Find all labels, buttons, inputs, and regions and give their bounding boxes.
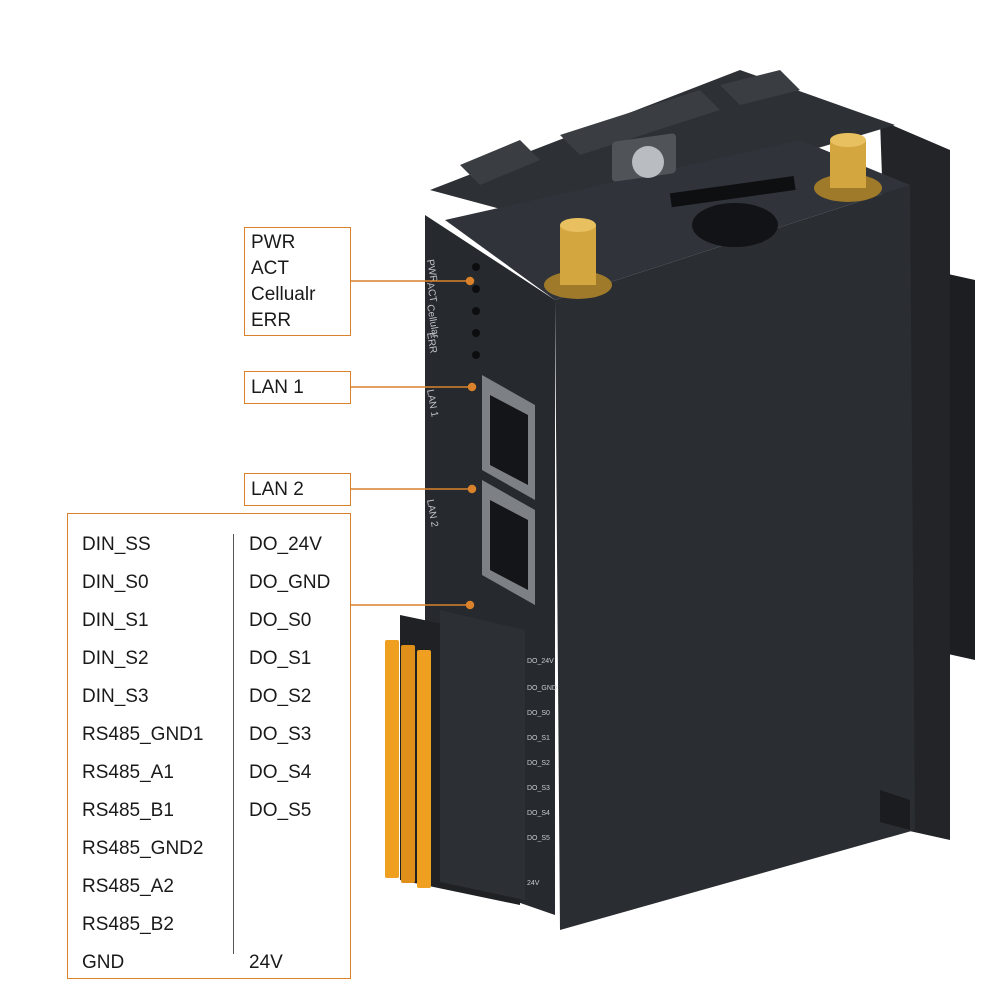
led-indicators bbox=[472, 263, 480, 359]
pin-label: DIN_S1 bbox=[82, 610, 149, 631]
pin-label: RS485_B2 bbox=[82, 914, 174, 935]
io-right-column: DO_24V DO_GND DO_S0 DO_S1 DO_S2 DO_S3 DO… bbox=[249, 526, 330, 830]
svg-text:24V: 24V bbox=[527, 880, 540, 887]
bottom-foot bbox=[880, 790, 910, 830]
antenna-connector-left bbox=[544, 218, 612, 299]
heatsink-fins-2 bbox=[560, 90, 720, 155]
terminal-block-face bbox=[440, 610, 525, 900]
callout-led-cellular: Cellualr bbox=[251, 284, 316, 305]
callout-lan2: LAN 2 bbox=[251, 479, 304, 500]
io-gnd-row: GND bbox=[82, 944, 124, 982]
svg-text:DO_S4: DO_S4 bbox=[527, 810, 550, 817]
pin-label: DIN_SS bbox=[82, 534, 151, 555]
pin-label: DO_S4 bbox=[249, 762, 312, 783]
pin-label: DIN_S0 bbox=[82, 572, 149, 593]
pin-label: DO_S2 bbox=[249, 686, 312, 707]
svg-text:DO_S5: DO_S5 bbox=[527, 835, 550, 842]
pin-label: DO_S0 bbox=[249, 610, 312, 631]
pin-label: RS485_A2 bbox=[82, 876, 174, 897]
lan2-callout: LAN 2 bbox=[244, 473, 351, 506]
pin-label-24v: 24V bbox=[249, 952, 283, 973]
pin-label: RS485_B1 bbox=[82, 800, 174, 821]
device-lan2-label: LAN 2 bbox=[424, 499, 440, 529]
svg-text:DO_GND: DO_GND bbox=[527, 685, 557, 692]
side-face bbox=[555, 185, 915, 930]
io-24v-row: 24V bbox=[249, 944, 283, 982]
top-button bbox=[692, 203, 778, 247]
callout-lan1: LAN 1 bbox=[251, 377, 304, 398]
svg-text:DO_24V: DO_24V bbox=[527, 658, 554, 665]
pin-label: RS485_A1 bbox=[82, 762, 174, 783]
pin-label: DO_S5 bbox=[249, 800, 312, 821]
screw bbox=[632, 146, 664, 178]
pin-label: DIN_S3 bbox=[82, 686, 149, 707]
svg-text:DO_S2: DO_S2 bbox=[527, 760, 550, 767]
terminal-orange-tabs bbox=[385, 640, 431, 888]
callout-leaders bbox=[351, 276, 477, 610]
callout-led-pwr: PWR bbox=[251, 232, 296, 253]
heatsink-fins bbox=[460, 140, 540, 185]
sim-slot bbox=[669, 176, 796, 208]
io-pin-callout: DIN_SS DIN_S0 DIN_S1 DIN_S2 DIN_S3 RS485… bbox=[67, 513, 351, 979]
heatsink-fins-3 bbox=[720, 70, 800, 105]
pin-label: RS485_GND2 bbox=[82, 838, 204, 859]
io-left-column: DIN_SS DIN_S0 DIN_S1 DIN_S2 DIN_S3 RS485… bbox=[82, 526, 203, 944]
device-led-label-act: ACT bbox=[424, 282, 438, 304]
svg-text:DO_S0: DO_S0 bbox=[527, 710, 550, 717]
callout-led-act: ACT bbox=[251, 258, 289, 279]
led-callout: PWR ACT Cellualr ERR bbox=[244, 227, 351, 336]
io-divider bbox=[233, 534, 234, 954]
device-led-label-pwr: PWR bbox=[424, 259, 439, 284]
pin-label: DO_S3 bbox=[249, 724, 312, 745]
device-lan1-label: LAN 1 bbox=[424, 389, 440, 419]
device-led-labels: PWR ACT Cellular ERR LAN 1 LAN 2 bbox=[424, 259, 441, 529]
pin-label: DIN_S2 bbox=[82, 648, 149, 669]
pin-label: DO_S1 bbox=[249, 648, 312, 669]
terminal-labels: DO_24V DO_GND DO_S0 DO_S1 DO_S2 DO_S3 DO… bbox=[527, 658, 557, 887]
callout-led-err: ERR bbox=[251, 310, 292, 331]
svg-text:DO_S1: DO_S1 bbox=[527, 735, 550, 742]
lan2-port bbox=[482, 480, 535, 605]
device-led-label-err: ERR bbox=[424, 332, 439, 355]
svg-text:DO_S3: DO_S3 bbox=[527, 785, 550, 792]
pin-label: RS485_GND1 bbox=[82, 724, 204, 745]
pin-label: DO_GND bbox=[249, 572, 331, 593]
lan1-callout: LAN 1 bbox=[244, 371, 351, 404]
lan1-port bbox=[482, 375, 535, 500]
antenna-connector-right bbox=[814, 133, 882, 202]
pin-label: DO_24V bbox=[249, 534, 322, 555]
pin-label-gnd: GND bbox=[82, 952, 125, 973]
